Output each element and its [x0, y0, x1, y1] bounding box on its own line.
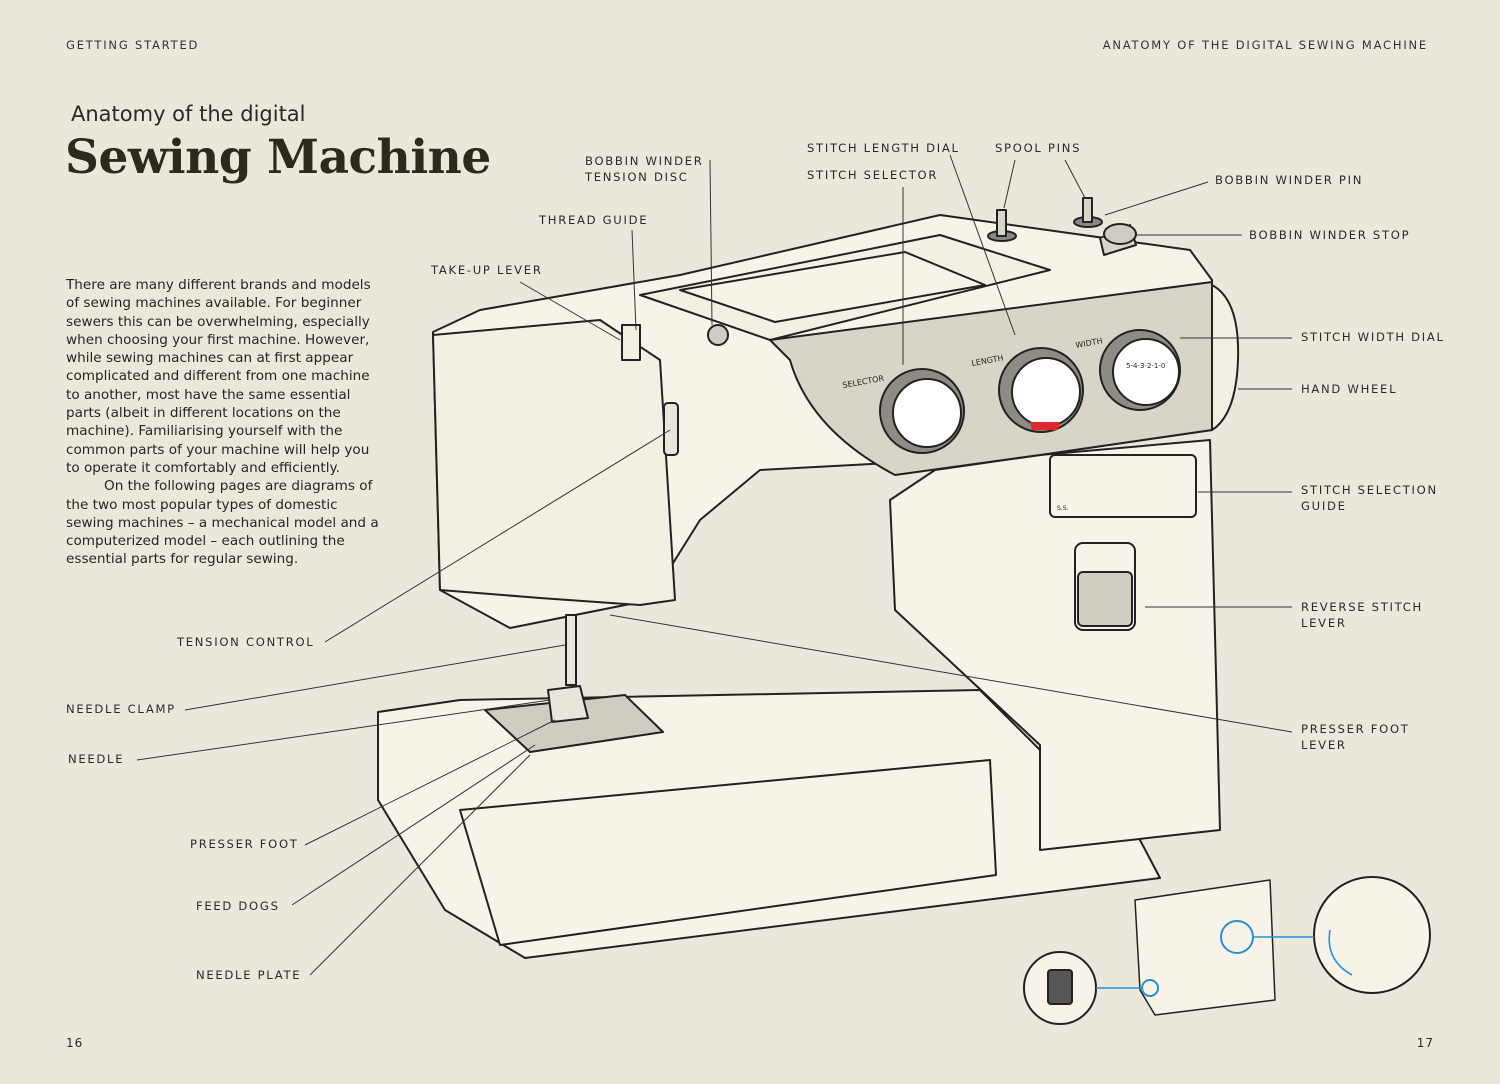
- label-bobbin-winder-tension-disc: BOBBIN WINDER TENSION DISC: [585, 153, 704, 185]
- width-scale: 5-4-3-2-1-0: [1126, 362, 1165, 370]
- intro-paragraph: There are many different brands and mode…: [66, 277, 371, 476]
- leader-lines: [136, 154, 1293, 976]
- label-stitch-selection-guide: STITCH SELECTION GUIDE: [1301, 482, 1438, 514]
- free-arm: [459, 759, 997, 946]
- label-bobbin-winder-stop: BOBBIN WINDER STOP: [1249, 228, 1411, 242]
- presser-foot: [547, 685, 589, 723]
- intro-text: There are many different brands and mode…: [66, 276, 386, 569]
- needle-bar: [565, 614, 577, 686]
- front-cover: [432, 319, 676, 606]
- bobbin-winder-pin: [1103, 223, 1137, 245]
- ss-label: S.S.: [1057, 505, 1069, 512]
- page-number-left: 16: [66, 1036, 84, 1050]
- inset-lever-circle: [1313, 876, 1431, 994]
- bobbin-tension-disc: [707, 324, 729, 346]
- control-panel: [769, 281, 1213, 476]
- label-stitch-length-dial: STITCH LENGTH DIAL: [807, 141, 960, 155]
- label-bobbin-winder-pin: BOBBIN WINDER PIN: [1215, 173, 1364, 187]
- page-kicker: Anatomy of the digital: [71, 102, 306, 126]
- inset-machine: [1134, 879, 1276, 1016]
- page-title: Sewing Machine: [65, 130, 491, 185]
- label-spool-pins: SPOOL PINS: [995, 141, 1082, 155]
- running-head-right: ANATOMY OF THE DIGITAL SEWING MACHINE: [1102, 38, 1428, 52]
- label-presser-foot-lever: PRESSER FOOT LEVER: [1301, 721, 1410, 753]
- hand-wheel: [1211, 284, 1240, 431]
- take-up-lever: [621, 324, 641, 361]
- stitch-selection-guide-plate: [1049, 454, 1197, 518]
- label-take-up-lever: TAKE-UP LEVER: [431, 263, 543, 277]
- label-tension-control: TENSION CONTROL: [177, 635, 315, 649]
- top-opening: [679, 251, 986, 323]
- label-line: REVERSE STITCH: [1301, 600, 1423, 614]
- intro-paragraph: On the following pages are diagrams of t…: [66, 478, 379, 568]
- tension-control: [663, 402, 679, 456]
- label-presser-foot: PRESSER FOOT: [190, 837, 299, 851]
- label-reverse-stitch-lever: REVERSE STITCH LEVER: [1301, 599, 1423, 631]
- label-line: STITCH SELECTION: [1301, 483, 1438, 497]
- label-needle-clamp: NEEDLE CLAMP: [66, 702, 176, 716]
- machine-body: [889, 439, 1221, 851]
- label-line: PRESSER FOOT: [1301, 722, 1410, 736]
- label-feed-dogs: FEED DOGS: [196, 899, 280, 913]
- label-needle: NEEDLE: [68, 752, 125, 766]
- page-number-right: 17: [1416, 1036, 1434, 1050]
- label-hand-wheel: HAND WHEEL: [1301, 382, 1398, 396]
- label-line: LEVER: [1301, 738, 1347, 752]
- label-line: GUIDE: [1301, 499, 1347, 513]
- running-head-left: GETTING STARTED: [66, 38, 200, 52]
- spool-pin: [1082, 197, 1093, 223]
- label-thread-guide: THREAD GUIDE: [539, 213, 649, 227]
- label-stitch-width-dial: STITCH WIDTH DIAL: [1301, 330, 1445, 344]
- label-stitch-selector: STITCH SELECTOR: [807, 168, 939, 182]
- label-needle-plate: NEEDLE PLATE: [196, 968, 302, 982]
- label-line: BOBBIN WINDER: [585, 154, 704, 168]
- label-line: LEVER: [1301, 616, 1347, 630]
- spool-pin: [996, 209, 1007, 237]
- label-line: TENSION DISC: [585, 170, 689, 184]
